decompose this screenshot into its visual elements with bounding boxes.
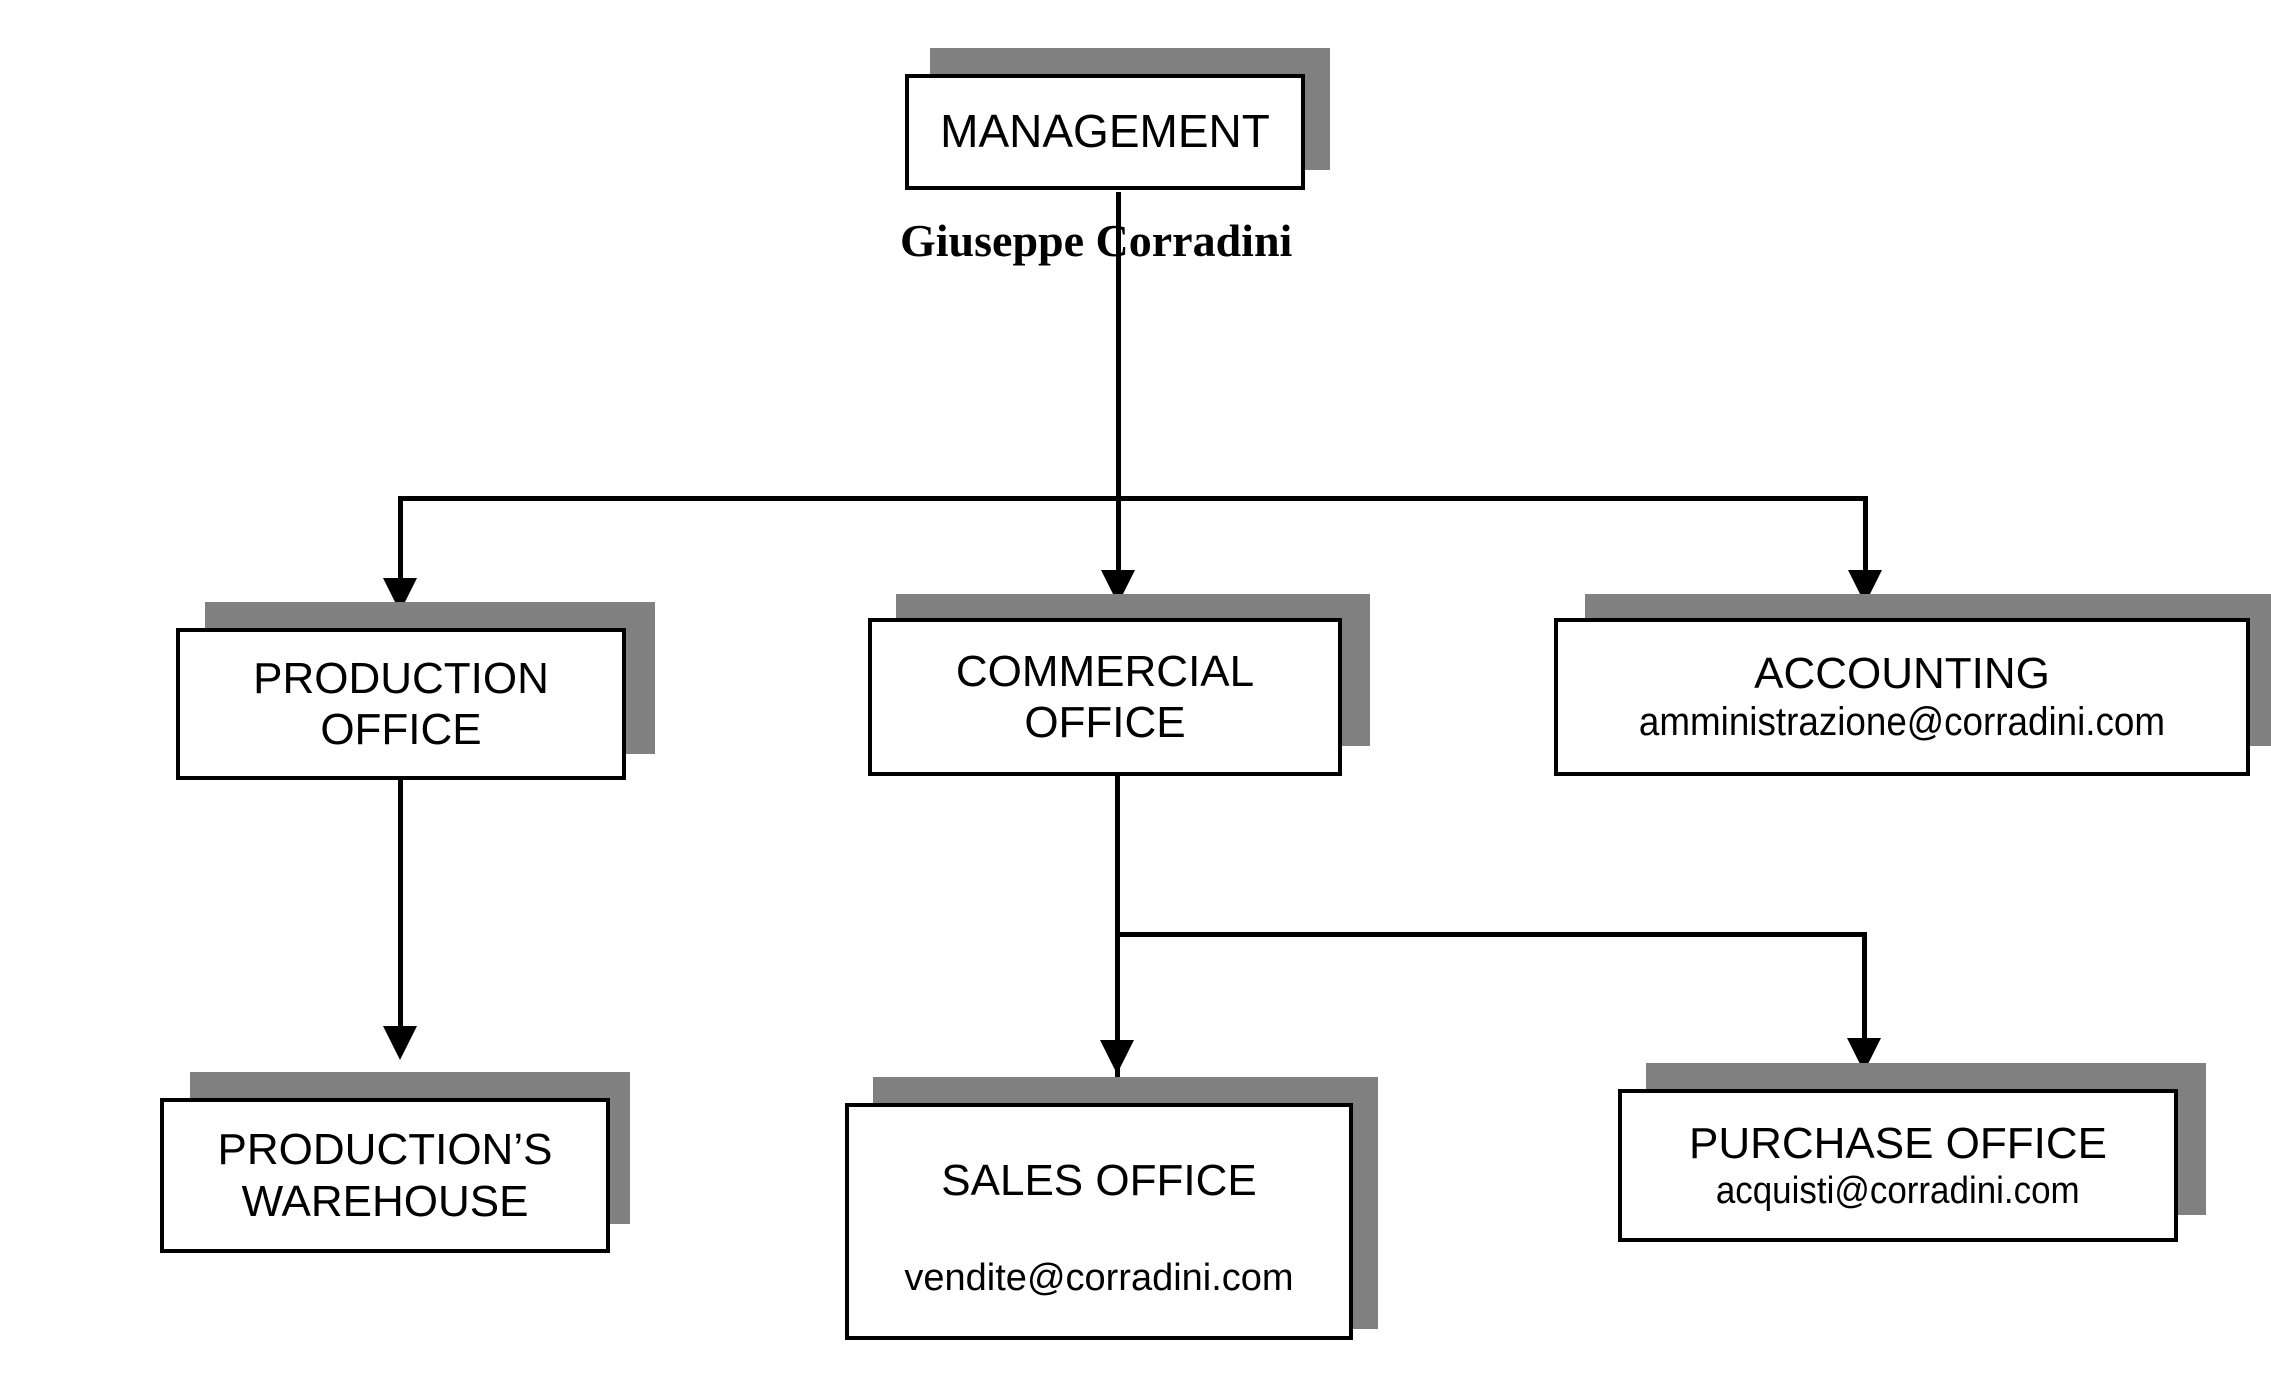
arrow-to-sales-office [1100,1040,1134,1074]
node-accounting-frame[interactable]: ACCOUNTING amministrazione@corradini.com [1554,618,2250,776]
node-productions-warehouse-title-line2: WAREHOUSE [241,1176,529,1226]
node-purchase-office-title: PURCHASE OFFICE [1688,1118,2108,1168]
node-accounting-email[interactable]: amministrazione@corradini.com [1638,700,2166,745]
node-productions-warehouse-title-line1: PRODUCTION’S [217,1125,553,1175]
node-production-office-title-line2: OFFICE [320,705,482,754]
node-commercial-office-title-line2: OFFICE [1024,698,1186,747]
node-sales-office-title: SALES OFFICE [941,1156,1257,1205]
node-productions-warehouse-frame[interactable]: PRODUCTION’S WAREHOUSE [160,1098,610,1253]
node-sales-office-frame[interactable]: SALES OFFICE vendite@corradini.com [845,1103,1353,1340]
node-management-title: MANAGEMENT [940,105,1270,158]
connector-production-to-warehouse [398,776,403,1050]
arrow-to-productions-warehouse [383,1026,417,1060]
management-person-name: Giuseppe Corradini [900,215,1293,266]
connector-commercial-stem [1115,774,1120,1108]
connector-to-production-office [398,496,403,596]
node-commercial-office-title-line1: COMMERCIAL [955,646,1255,696]
connector-level2-bus [398,496,1868,501]
node-purchase-office-frame[interactable]: PURCHASE OFFICE acquisti@corradini.com [1618,1089,2178,1242]
node-purchase-office-email[interactable]: acquisti@corradini.com [1716,1169,2080,1212]
node-production-office-frame[interactable]: PRODUCTION OFFICE [176,628,626,780]
node-accounting-title-line1: ACCOUNTING [1754,649,2050,699]
connector-management-stem [1116,192,1121,499]
node-commercial-office-frame[interactable]: COMMERCIAL OFFICE [868,618,1342,776]
node-production-office-title-line1: PRODUCTION [253,653,549,703]
connector-level3-bus [1115,932,1867,937]
node-management-frame[interactable]: MANAGEMENT [905,74,1305,190]
connector-to-commercial-office [1116,496,1121,594]
connector-to-accounting [1863,496,1868,594]
node-sales-office-email[interactable]: vendite@corradini.com [904,1257,1294,1300]
connector-to-purchase-office [1862,932,1867,1062]
